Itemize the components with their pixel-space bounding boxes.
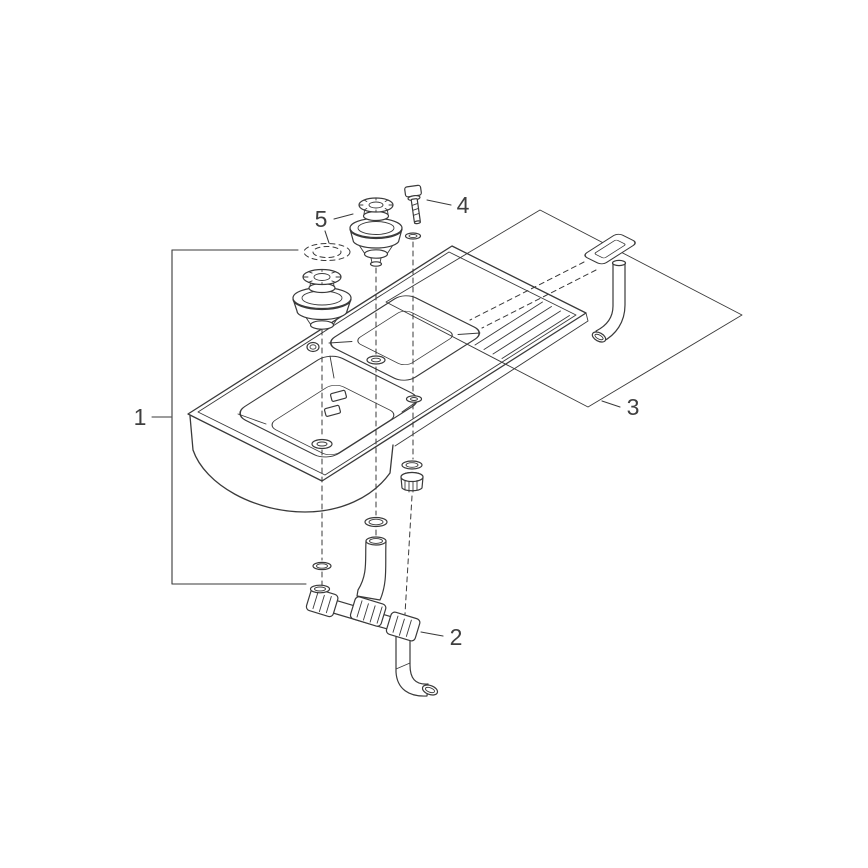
- part-labels: 1 2 3 4 5: [134, 192, 640, 650]
- mounting-clips: [323, 389, 348, 417]
- fixing-bolt: [404, 184, 422, 240]
- bolt-hole: [405, 395, 423, 403]
- strainer-assembly-lower: [292, 268, 352, 330]
- boundary-parallelogram: [385, 209, 743, 408]
- trap-tailpiece: [356, 540, 387, 601]
- trap-junction-nut: [349, 596, 387, 627]
- trap-right-nut: [385, 611, 421, 642]
- part-label-5: 5: [315, 206, 328, 232]
- part-label-2: 2: [450, 624, 463, 650]
- locking-nut: [400, 460, 424, 493]
- part-label-3: 3: [627, 394, 640, 420]
- part-label-1: 1: [134, 404, 147, 430]
- trap-outlet-pipe: [395, 631, 429, 697]
- part1-bracket: [151, 249, 307, 585]
- overflow-pipe: [595, 262, 626, 343]
- overflow-assembly: [584, 233, 636, 343]
- strainer-assembly-upper: [349, 197, 403, 267]
- leader-lines: [324, 199, 621, 637]
- gasket-rings: [312, 516, 388, 571]
- overflow-plate: [584, 233, 636, 265]
- sink-body: [187, 245, 589, 513]
- drain-trap-assembly: [305, 516, 439, 697]
- main-bowl: [237, 355, 420, 458]
- drainer-grooves: [474, 301, 570, 359]
- part-label-4: 4: [457, 192, 470, 218]
- tap-hole: [306, 341, 320, 353]
- small-bowl: [328, 295, 481, 381]
